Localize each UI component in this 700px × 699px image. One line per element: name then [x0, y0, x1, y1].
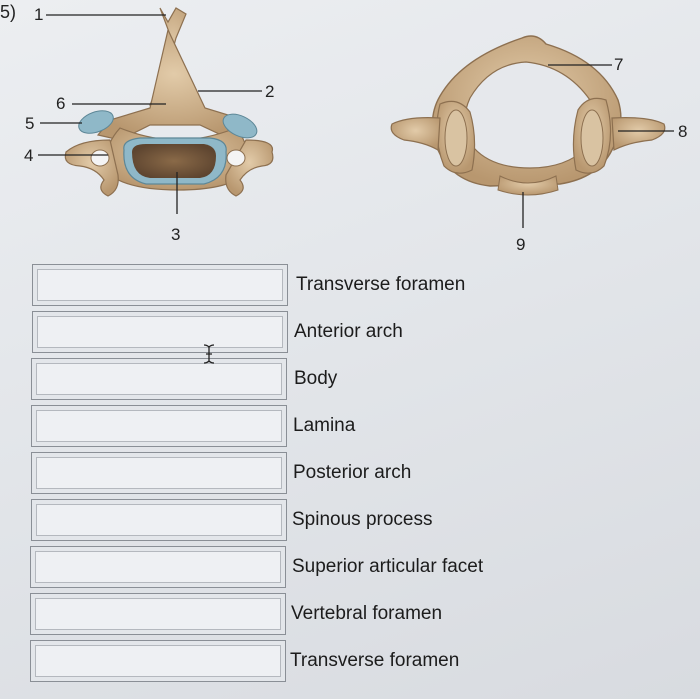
match-row: Transverse foramen: [0, 264, 560, 310]
callout-1: 1: [34, 5, 43, 24]
term-label: Transverse foramen: [290, 650, 460, 671]
match-row: Superior articular facet: [0, 546, 560, 592]
answer-input[interactable]: [31, 405, 287, 447]
callout-8: 8: [678, 122, 687, 141]
term-label: Vertebral foramen: [291, 603, 443, 624]
term-label: Superior articular facet: [292, 556, 484, 577]
callout-9: 9: [516, 235, 525, 254]
callout-2: 2: [265, 82, 274, 101]
cervical-vertebra-illustration: [64, 7, 274, 197]
term-label: Posterior arch: [293, 462, 412, 483]
answer-input[interactable]: [32, 264, 288, 306]
answer-input[interactable]: [30, 640, 286, 682]
match-row: Transverse foramen: [0, 640, 560, 686]
answer-input[interactable]: [30, 546, 286, 588]
answer-input[interactable]: [31, 358, 287, 400]
callout-4: 4: [24, 146, 33, 165]
leader-lines: [38, 14, 674, 228]
answer-input[interactable]: [31, 452, 287, 494]
callout-5: 5: [25, 114, 34, 133]
match-row: Spinous process: [0, 499, 560, 545]
term-label: Lamina: [293, 415, 356, 436]
term-label: Spinous process: [292, 509, 433, 530]
answer-input[interactable]: [32, 311, 288, 353]
match-row: Body: [0, 358, 560, 404]
callout-7: 7: [614, 55, 623, 74]
term-label: Body: [294, 368, 338, 389]
match-row: Anterior arch: [0, 311, 560, 357]
callout-3: 3: [171, 225, 180, 244]
match-row: Lamina: [0, 405, 560, 451]
text-cursor-icon: [203, 344, 215, 364]
term-label: Transverse foramen: [296, 274, 466, 295]
callout-6: 6: [56, 94, 65, 113]
atlas-vertebra-illustration: [390, 35, 666, 196]
question-number: 5): [0, 2, 17, 22]
answer-input[interactable]: [31, 499, 287, 541]
answer-input[interactable]: [30, 593, 286, 635]
match-row: Posterior arch: [0, 452, 560, 498]
vertebrae-figure: 1 2 3 4 5 6 7 8 9: [24, 5, 687, 254]
match-row: Vertebral foramen: [0, 593, 560, 639]
term-label: Anterior arch: [294, 321, 403, 342]
